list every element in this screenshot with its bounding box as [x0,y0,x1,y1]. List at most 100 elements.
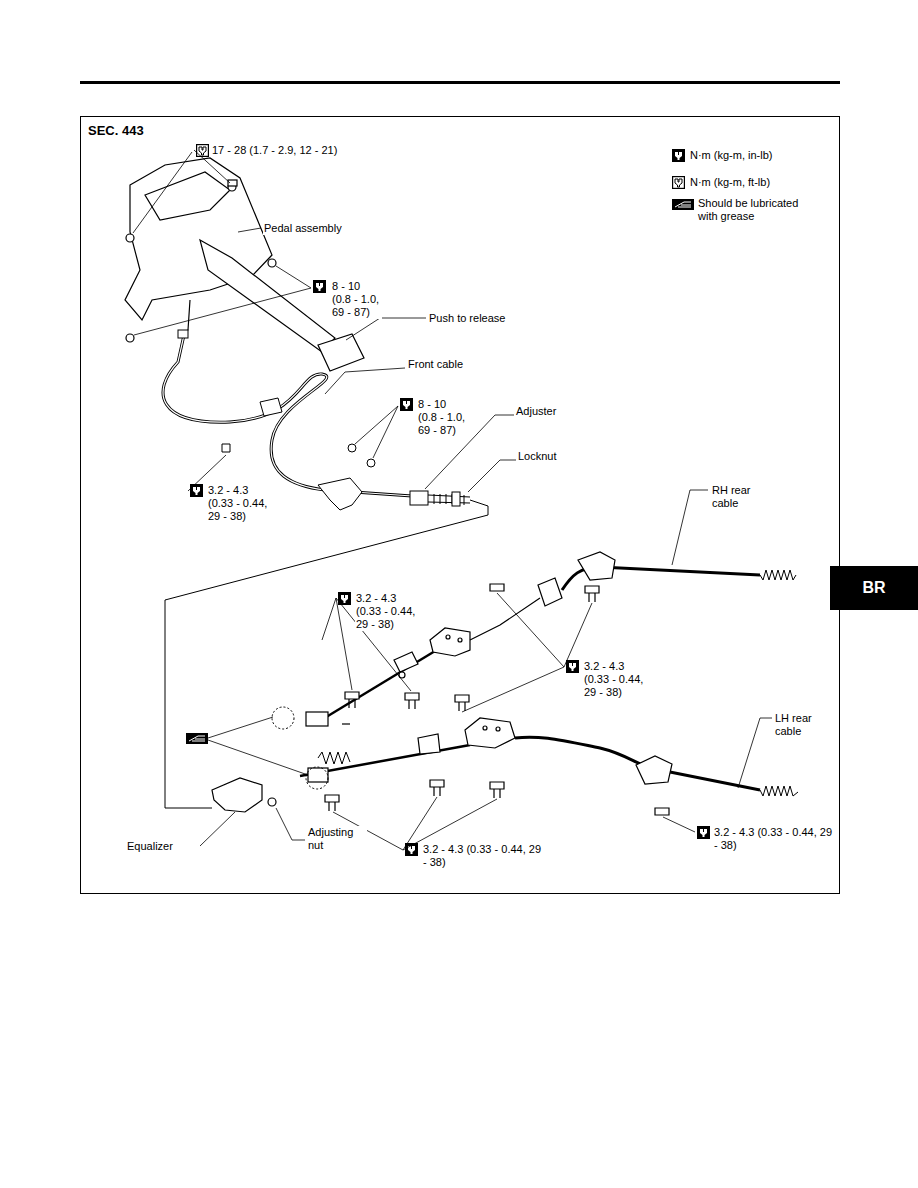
front-cable-part [222,444,230,452]
torque-value: 3.2 - 4.3 (0.33 - 0.44, 29 - 38) [713,826,835,852]
torque-value: 3.2 - 4.3 (0.33 - 0.44, 29 - 38) [207,484,275,523]
rear-cables-part [760,786,798,796]
part-name: Adjuster [515,405,597,418]
part-name: LH rear cable [774,712,828,738]
rear-cables [212,552,798,815]
pedal-assembly-part [228,180,237,186]
front-cable-part [178,330,188,338]
legend-text: Should be lubricated with grease [697,197,819,223]
front-cable-part [410,491,428,505]
torque-icons-part [197,145,209,157]
rear-cables-part [212,778,262,812]
pedal-assembly-part [268,259,276,267]
leader-lines-part [663,817,695,832]
rear-cables-part [465,718,515,748]
part-name: Adjusting nut [307,826,367,852]
torque-value: 17 - 28 (1.7 - 2.9, 12 - 21) [211,144,383,157]
leader-lines-part [133,150,230,233]
rear-cables-part [345,692,359,708]
rear-cables-part [430,780,444,796]
torque-value: 3.2 - 4.3 (0.33 - 0.44, 29 - 38) [355,592,423,631]
header-rule [80,81,840,84]
part-name: Front cable [407,358,509,371]
part-name: Equalizer [126,840,198,853]
torque-icons-part [313,280,326,293]
torque-value: 8 - 10 (0.8 - 1.0, 69 - 87) [417,398,468,437]
torque-value: 8 - 10 (0.8 - 1.0, 69 - 87) [331,280,382,319]
front-cable-part [348,444,356,452]
pedal-assembly [125,158,364,371]
rear-cables-part [470,598,540,640]
header-rule-part [80,81,840,84]
front-cable-part [260,398,282,416]
rear-cables-part [430,628,470,656]
rear-cables-part [578,552,615,580]
front-cable-part [318,478,362,510]
section-tab: BR [830,566,918,610]
rear-cables-part [342,723,350,724]
leader-lines-part [276,808,305,840]
torque-icons-part [566,660,579,673]
rear-cables-part [272,707,294,729]
section-number: SEC. 443 [87,123,209,139]
front-cable [163,330,488,808]
leader-lines-part [134,266,311,335]
rear-cables-part [515,737,760,790]
leader-lines-part [200,812,235,846]
torque-value: 3.2 - 4.3 (0.33 - 0.44, 29 - 38) [422,843,544,869]
rear-cables-part [318,752,350,764]
pedal-assembly-part [318,334,364,371]
frame [81,117,840,894]
legend-text: N·m (kg-m, in-lb) [689,149,831,162]
leader-lines-part [738,718,772,788]
rear-cables-part [405,693,419,709]
torque-icons-part [672,149,685,162]
part-name: RH rear cable [711,484,765,510]
legend-text: N·m (kg-m, ft-lb) [689,176,831,189]
leader-lines-part [355,406,398,458]
rear-cables-part [538,578,562,606]
rear-cables-part [655,808,669,815]
leader-lines-part [238,228,261,232]
pedal-assembly-part [126,334,134,342]
part-name: Locknut [517,450,599,463]
part-name: Push to release [428,312,540,325]
grease-icons-part [672,199,694,210]
rear-cables-part [585,586,599,602]
front-cable-part [165,500,488,808]
rear-cables-part [483,726,487,730]
rear-cables-part [325,795,339,811]
rear-cables-part [318,648,440,722]
frame-part [81,117,840,894]
torque-icons-part [190,484,203,497]
pedal-assembly-part [145,172,230,220]
rear-cables-part [446,635,450,639]
torque-icons-part [400,398,413,411]
leader-lines-part [462,593,592,712]
rear-cables-part [394,652,418,672]
torque-icons-part [697,826,710,839]
torque-icons-part [673,177,685,189]
rear-cables-part [418,734,440,754]
front-cable-part [163,335,412,496]
torque-value: 3.2 - 4.3 (0.33 - 0.44, 29 - 38) [583,660,651,699]
leader-lines-part [346,318,426,340]
front-cable-part [367,459,375,467]
rear-cables-part [490,584,504,591]
rear-cables-part [306,712,328,726]
rear-cables-part [306,767,328,789]
rear-cables-part [458,638,462,642]
rear-cables-part [490,782,504,798]
rear-cables-part [636,756,672,784]
leader-lines-part [468,460,516,492]
grease-icons-part [186,733,208,744]
leader-lines-part [672,490,708,565]
leader-lines-part [208,717,308,775]
pedal-assembly-part [126,234,134,242]
rear-cables-part [268,798,276,806]
pedal-assembly-part [200,240,335,352]
leader-lines-part [325,368,405,394]
rear-cables-part [760,570,796,580]
front-cable-part [163,335,412,496]
